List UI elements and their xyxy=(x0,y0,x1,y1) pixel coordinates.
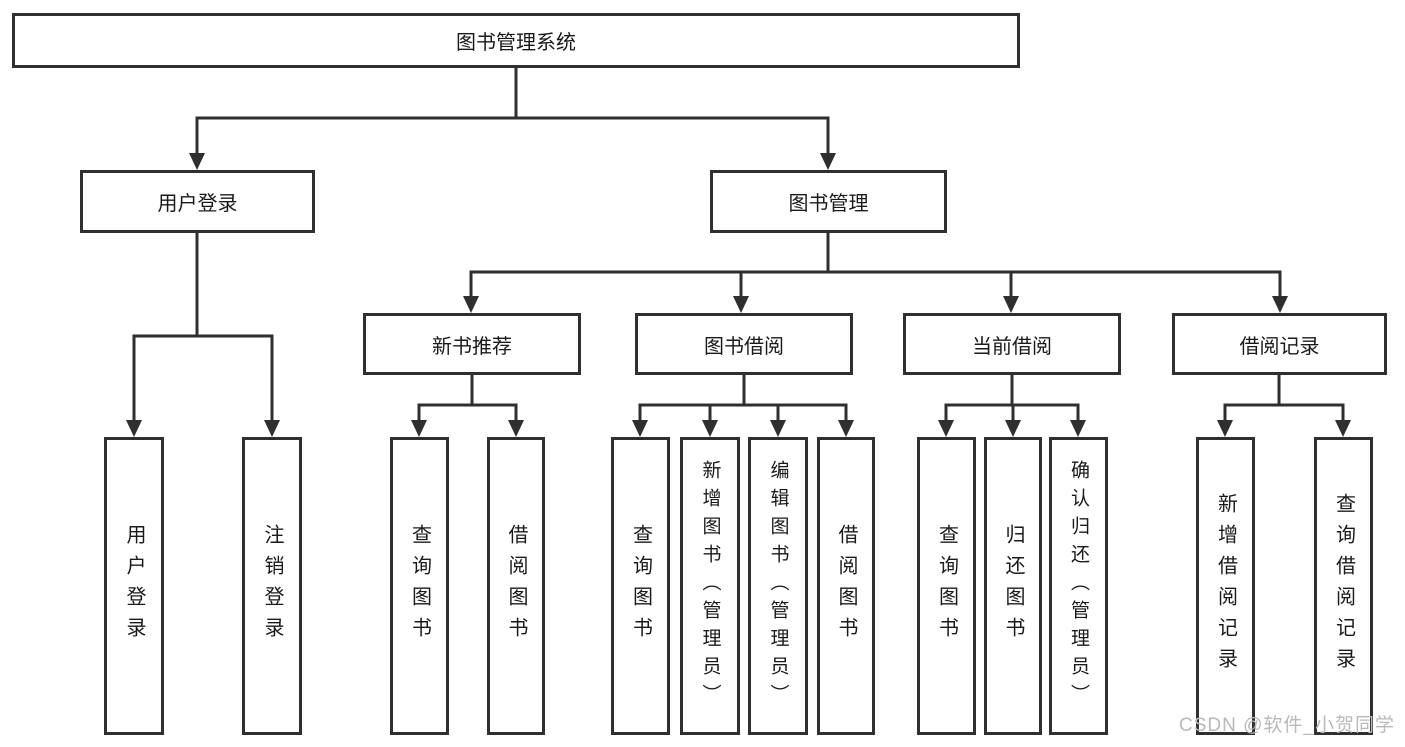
leaf-edit-books-admin: 编辑图书（管理员） xyxy=(748,437,808,735)
leaf-query-books: 查询图书 xyxy=(611,437,670,735)
csdn-watermark: CSDN @软件_小贺同学 xyxy=(1179,715,1395,736)
arrowhead xyxy=(820,153,836,170)
arrowhead xyxy=(733,296,749,313)
arrowhead xyxy=(1272,296,1288,313)
node-borrowing-records: 借阅记录 xyxy=(1172,313,1387,375)
leaf-query-books: 查询图书 xyxy=(390,437,449,735)
leaf-add-borrow-record: 新增借阅记录 xyxy=(1196,437,1255,735)
arrowhead xyxy=(126,420,142,437)
leaf-borrow-books: 借阅图书 xyxy=(817,437,875,735)
arrowhead xyxy=(702,420,718,437)
arrowheads xyxy=(126,153,1351,437)
arrowhead xyxy=(264,420,280,437)
edge-borrow-record-to-leaves xyxy=(1223,373,1345,423)
edge-new-book-to-leaves xyxy=(417,373,518,423)
arrowhead xyxy=(1070,420,1086,437)
arrowhead xyxy=(938,420,954,437)
edge-book-borrow-to-leaves xyxy=(638,373,848,423)
node-book-management: 图书管理 xyxy=(710,170,947,233)
leaf-logout: 注销登录 xyxy=(242,437,302,735)
leaf-borrow-books: 借阅图书 xyxy=(487,437,545,735)
arrowhead xyxy=(411,420,427,437)
edge-root-to-level2 xyxy=(195,66,830,156)
arrowhead xyxy=(189,153,205,170)
arrowhead xyxy=(1217,420,1233,437)
leaf-confirm-return-admin: 确认归还（管理员） xyxy=(1049,437,1108,735)
edge-user-login-to-leaves xyxy=(132,231,274,422)
arrowhead xyxy=(632,420,648,437)
node-book-borrowing: 图书借阅 xyxy=(635,313,853,375)
leaf-user-login: 用户登录 xyxy=(104,437,164,735)
leaf-return-books: 归还图书 xyxy=(984,437,1042,735)
arrowhead xyxy=(770,420,786,437)
node-library-management-system: 图书管理系统 xyxy=(12,13,1020,68)
edge-book-mgmt-to-level3 xyxy=(469,231,1282,299)
edge-current-borrow-to-leaves xyxy=(944,373,1080,423)
node-user-login: 用户登录 xyxy=(80,170,315,233)
arrowhead xyxy=(508,420,524,437)
arrowhead xyxy=(1005,420,1021,437)
node-new-book-recommendation: 新书推荐 xyxy=(363,313,581,375)
arrowhead xyxy=(1003,296,1019,313)
leaf-add-books-admin: 新增图书（管理员） xyxy=(680,437,740,735)
arrowhead xyxy=(463,296,479,313)
node-current-borrowing: 当前借阅 xyxy=(903,313,1121,375)
arrowhead xyxy=(1335,420,1351,437)
arrowhead xyxy=(838,420,854,437)
leaf-query-books: 查询图书 xyxy=(917,437,976,735)
leaf-query-borrow-record: 查询借阅记录 xyxy=(1314,437,1373,735)
